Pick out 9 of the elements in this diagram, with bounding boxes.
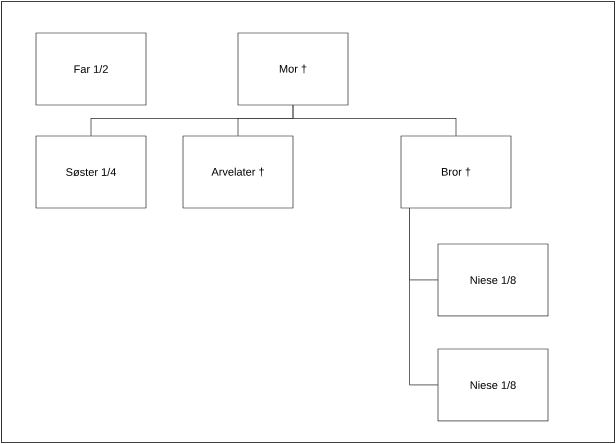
person-box: Niese 1/8: [438, 348, 548, 422]
person-box: Far 1/2: [36, 32, 146, 106]
person-box: Søster 1/4: [36, 136, 146, 208]
person-box: Arvelater †: [182, 136, 294, 208]
person-box: Bror †: [400, 136, 512, 208]
person-box: Mor †: [238, 32, 348, 106]
connector-line: [292, 105, 456, 136]
connector-line: [409, 208, 438, 386]
person-box: Niese 1/8: [438, 244, 548, 316]
